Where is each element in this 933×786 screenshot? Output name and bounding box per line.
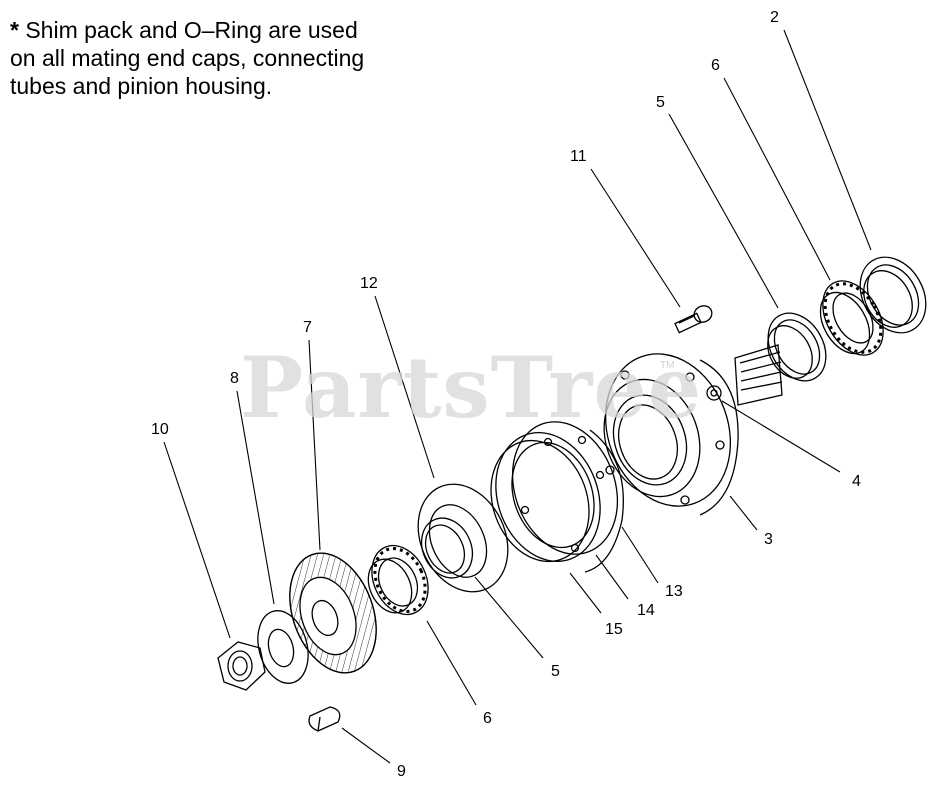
callout-9: 9	[397, 763, 406, 780]
callout-11: 11	[570, 148, 587, 165]
leader-5-bottom	[474, 576, 544, 659]
leader-5-top	[668, 113, 779, 309]
callout-12: 12	[360, 275, 378, 292]
part-13-end-cap	[511, 421, 624, 573]
leader-lines	[163, 29, 872, 764]
part-9-woodruff-key	[308, 706, 341, 732]
leader-9	[341, 727, 391, 764]
note-line-1-text: Shim pack and O–Ring are used	[18, 17, 358, 43]
leader-11	[590, 168, 681, 308]
callout-14: 14	[637, 602, 655, 619]
callout-6-bottom: 6	[483, 710, 492, 727]
leader-14	[595, 554, 629, 600]
callout-5-top: 5	[656, 94, 665, 111]
leader-15	[569, 572, 602, 614]
part-6-roller-bearing-bottom	[367, 544, 429, 616]
leader-4	[721, 400, 841, 473]
callout-5-bottom: 5	[551, 663, 560, 680]
callout-6-top: 6	[711, 57, 720, 74]
part-3-pinion-housing	[603, 353, 739, 516]
leader-10	[163, 441, 231, 639]
part-12-washer	[417, 483, 509, 593]
callout-10: 10	[151, 421, 169, 438]
part-10-hex-nut	[217, 641, 266, 691]
callout-15: 15	[605, 621, 623, 638]
part-5-bearing-cup-top	[767, 312, 827, 382]
shim-note: * Shim pack and O–Ring are used on all m…	[10, 16, 430, 100]
callout-13: 13	[665, 583, 683, 600]
leader-6-bottom	[426, 620, 477, 706]
part-7-bevel-gear	[289, 552, 377, 674]
callout-2: 2	[770, 9, 779, 26]
part-6-roller-bearing-top	[819, 280, 884, 356]
leader-2	[783, 29, 872, 251]
watermark: PartsTree	[240, 338, 703, 437]
part-14-shim-pack	[495, 432, 601, 562]
watermark-tm: TM	[660, 360, 675, 371]
callout-4: 4	[852, 473, 861, 490]
leader-13	[621, 526, 659, 584]
callout-3: 3	[764, 531, 773, 548]
note-line-3: tubes and pinion housing.	[10, 73, 273, 99]
part-8-washer	[257, 610, 309, 684]
part-11-bolt	[674, 305, 713, 334]
leader-8	[236, 390, 275, 605]
leader-12	[374, 295, 435, 479]
leader-3	[729, 495, 758, 531]
note-line-1: * Shim pack and O–Ring are used	[10, 16, 430, 44]
leader-6-top	[723, 77, 831, 281]
callout-7: 7	[303, 319, 312, 336]
leader-7	[308, 339, 321, 551]
part-5-bearing-cup-bottom	[420, 517, 474, 579]
note-line-2: on all mating end caps, connecting	[10, 45, 365, 71]
part-2-bearing-cup	[859, 256, 927, 334]
note-asterisk: *	[10, 17, 19, 43]
callout-8: 8	[230, 370, 239, 387]
part-15-o-ring	[490, 439, 590, 563]
